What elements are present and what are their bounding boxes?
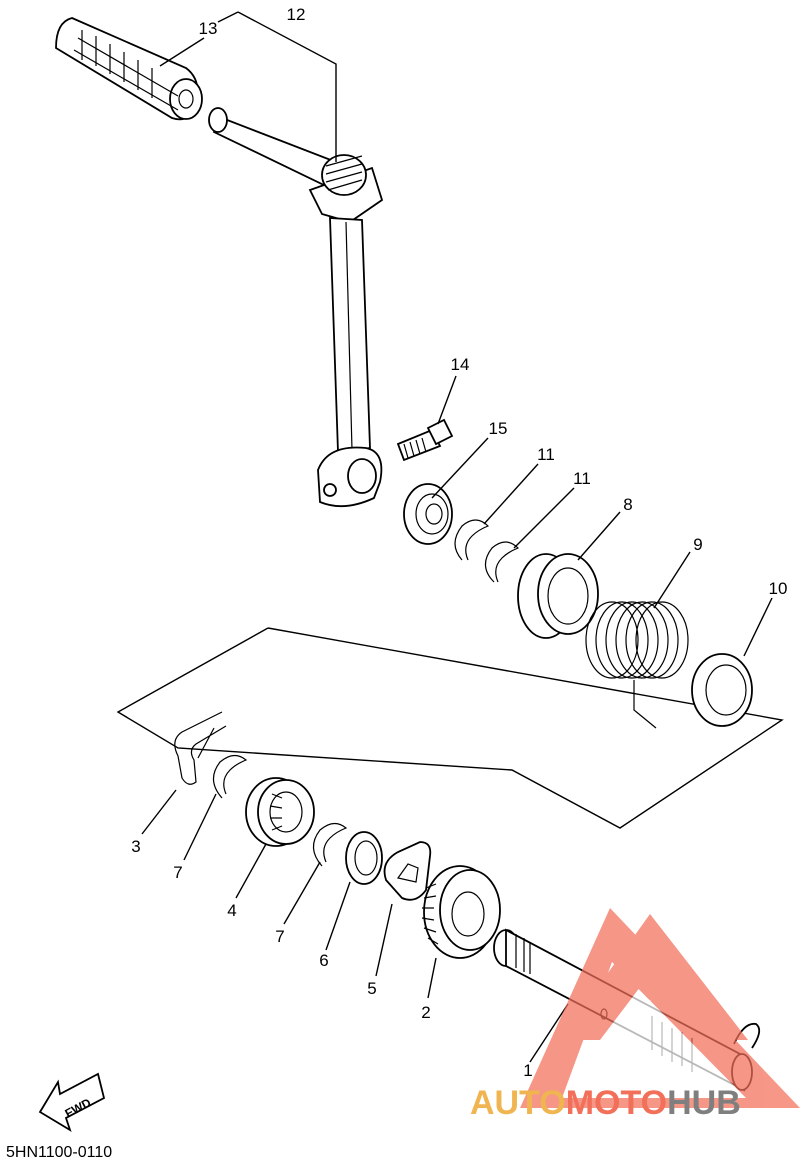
watermark-text: AUTOMOTOHUB: [470, 1084, 741, 1122]
clip-part-3: [174, 711, 227, 785]
circlip-part-7a: [212, 754, 248, 799]
circlip-part-7b: [312, 822, 348, 867]
bearing-part-15: [403, 483, 453, 545]
circlip-part-11b: [484, 541, 520, 583]
bolt-part-14: [396, 418, 454, 462]
ratchet-part-4: [245, 777, 315, 847]
callout-13: 13: [199, 19, 218, 38]
callout-6: 6: [319, 951, 328, 970]
kick-gear-part-2: [421, 865, 501, 959]
diagram-code: 5HN1100-0110: [6, 1144, 112, 1161]
callout-3: 3: [131, 837, 140, 856]
plate-part-5: [383, 841, 432, 901]
assembly-frame: [116, 627, 784, 829]
callout-12: 12: [287, 5, 306, 24]
spring-cover-part-8: [517, 553, 599, 639]
callout-2: 2: [421, 1003, 430, 1022]
kick-crank-part-12: [208, 107, 384, 508]
callout-5: 5: [367, 979, 376, 998]
callout-4: 4: [227, 901, 236, 920]
fwd-arrow: FWD: [38, 1072, 106, 1133]
callout-7a: 7: [173, 863, 182, 882]
callout-15: 15: [489, 419, 508, 438]
washer-part-10: [691, 653, 753, 727]
callout-7b: 7: [275, 927, 284, 946]
washer-part-6: [345, 831, 383, 885]
callout-14: 14: [451, 355, 470, 374]
grip-rubber-part-13: [55, 17, 203, 121]
callout-11b: 11: [573, 469, 591, 488]
watermark-logo: [520, 908, 800, 1108]
callout-8: 8: [623, 495, 632, 514]
circlip-part-11a: [454, 519, 490, 561]
callout-10: 10: [769, 579, 788, 598]
callout-11a: 11: [537, 445, 555, 464]
callout-9: 9: [693, 535, 702, 554]
torsion-spring-part-9: [585, 601, 689, 729]
callout-1: 1: [523, 1061, 532, 1080]
leader-lines: [141, 11, 773, 1063]
